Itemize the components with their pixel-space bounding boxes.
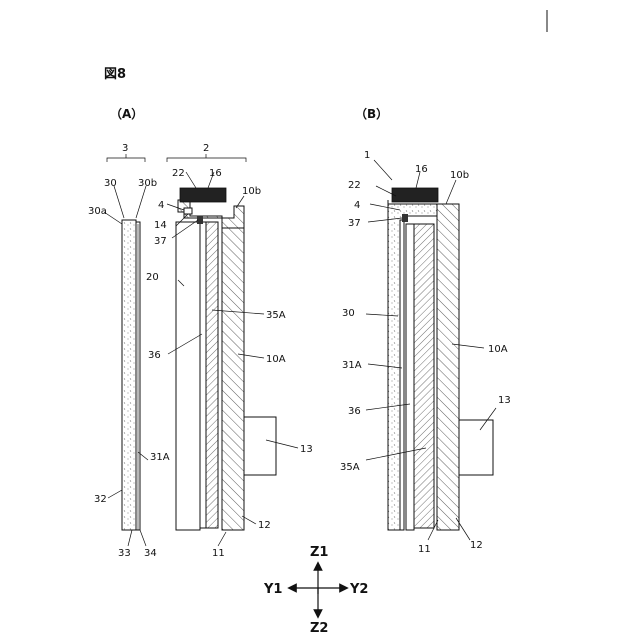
ref-2: 2 [203,143,209,154]
ref-12: 12 [258,520,271,531]
panel-30 [122,220,136,530]
housing-10A [222,228,244,530]
axis-y2-label: Y2 [349,582,368,597]
ref-12-b: 12 [470,540,483,551]
connector-13-b [459,420,493,475]
axis-indicator: Z1 Z2 Y1 Y2 [263,545,368,636]
ref-22-b: 22 [348,180,361,191]
light-guide-20 [176,222,200,530]
ref-16-b: 16 [415,164,428,175]
ref-37-b: 37 [348,218,361,229]
ref-16: 16 [209,168,222,179]
panel-a: （A） 3 2 [88,106,313,559]
figure-title: 図8 [104,67,126,82]
ref-31A: 31A [150,452,170,463]
ref-36-b: 36 [348,406,361,417]
ref-37: 37 [154,236,167,247]
housing-10A-b [437,204,459,530]
sheet-36 [200,222,206,528]
ref-3: 3 [122,143,128,154]
ref-13-b: 13 [498,395,511,406]
cap-16-b [392,188,438,202]
ref-4-b: 4 [354,200,360,211]
ref-10A: 10A [266,354,286,365]
ref-13: 13 [300,444,313,455]
ref-36: 36 [148,350,161,361]
ref-10b: 10b [242,186,261,197]
liquid-crystal-35A-b [414,224,434,528]
ref-35A-b: 35A [340,462,360,473]
film-31A-b [400,220,404,530]
axis-z1-label: Z1 [310,545,328,560]
sheet-36-b [406,224,414,530]
seal-37-b [402,214,408,222]
ref-4: 4 [158,200,164,211]
axis-y1-label: Y1 [263,582,282,597]
cap-16 [180,188,226,202]
ref-30: 30 [104,178,117,189]
axis-z2-label: Z2 [310,621,328,636]
brace-3 [107,154,145,162]
ref-20: 20 [146,272,159,283]
ref-30b: 30b [138,178,157,189]
ref-31A-b: 31A [342,360,362,371]
ref-11: 11 [212,548,225,559]
ref-10A-b: 10A [488,344,508,355]
ref-14: 14 [154,220,167,231]
ref-30a: 30a [88,206,107,217]
liquid-crystal-35A [206,222,218,528]
ref-22: 22 [172,168,185,179]
spacer-14 [184,208,192,214]
ref-32: 32 [94,494,107,505]
panel-a-label: （A） [110,106,143,121]
brace-2 [167,154,246,162]
panel-b-label: （B） [355,106,388,121]
panel-b: （B） 1 16 22 10b 4 37 30 10A 31A 13 [340,106,511,555]
ref-10b-b: 10b [450,170,469,181]
ref-33: 33 [118,548,131,559]
ref-1-b: 1 [364,150,370,161]
ref-35A: 35A [266,310,286,321]
ref-30-b: 30 [342,308,355,319]
ref-11-b: 11 [418,544,431,555]
connector-13 [244,417,276,475]
ref-34: 34 [144,548,157,559]
